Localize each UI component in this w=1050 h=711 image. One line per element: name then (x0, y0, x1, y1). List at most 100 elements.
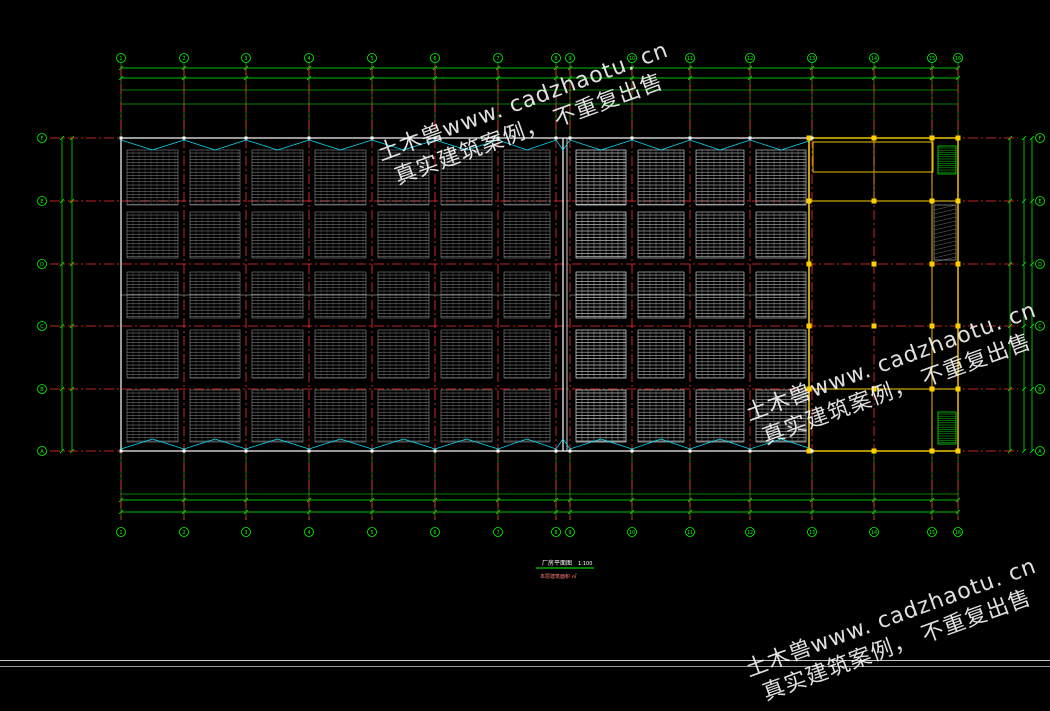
shaft-hatch (933, 244, 957, 251)
dimension-tick (59, 135, 65, 141)
shelf-rack (377, 329, 430, 379)
shelf-rack (575, 149, 627, 206)
axis-bubble-circle (551, 527, 561, 537)
column (496, 449, 500, 453)
shelf-rack (575, 389, 627, 443)
axis-bubble: 2 (179, 53, 189, 63)
office-annex (119, 135, 961, 454)
axis-bubble-label: 11 (687, 56, 693, 62)
axis-bubble-label: 9 (568, 530, 571, 536)
truss-line (120, 438, 813, 450)
shelf-rack (695, 389, 745, 443)
axis-bubble: B (37, 384, 47, 394)
axis-bubble: 5 (367, 53, 377, 63)
shaft-hatch (933, 248, 957, 255)
column (929, 261, 935, 267)
shelf-rack-frame (440, 149, 493, 206)
axis-bubble-circle (1035, 196, 1045, 206)
axis-bubble: 10 (627, 527, 637, 537)
column (182, 136, 186, 140)
column (119, 136, 123, 140)
axis-bubble-circle (745, 527, 755, 537)
axis-bubble-circle (493, 527, 503, 537)
shelf-rack (314, 389, 367, 443)
shelf-rack-frame (755, 329, 807, 379)
shelf-rack (755, 211, 807, 259)
axis-bubble: 6 (430, 527, 440, 537)
axis-bubble-label: E (1038, 199, 1041, 205)
shelf-rack (314, 329, 367, 379)
column (568, 136, 572, 140)
axis-bubble-circle (551, 53, 561, 63)
axis-bubble: 14 (869, 527, 879, 537)
shelf-rack-frame (440, 329, 493, 379)
shelf-rack-frame (637, 329, 685, 379)
dimension-tick (59, 386, 65, 392)
shelf-rack-frame (637, 389, 685, 443)
shelf-rack-frame (755, 389, 807, 443)
dimension-tick (1029, 198, 1035, 204)
shelf-rack (440, 149, 493, 206)
axis-bubble: D (1035, 259, 1045, 269)
shaft-hatch (933, 228, 957, 235)
shelf-rack (189, 329, 241, 379)
axis-bubble: A (1035, 446, 1045, 456)
shaft-hatch (933, 232, 957, 239)
column (307, 449, 311, 453)
column (244, 136, 248, 140)
dimension-tick (59, 198, 65, 204)
axis-bubble: 9 (565, 527, 575, 537)
axis-bubble-label: 10 (629, 56, 635, 62)
axis-bubble: 13 (807, 527, 817, 537)
shelf-rack (575, 149, 627, 206)
shelf-rack (695, 211, 745, 259)
shelf-rack-frame (189, 389, 241, 443)
axis-bubble-label: A (1038, 449, 1042, 455)
axis-bubble-circle (685, 53, 695, 63)
shelf-rack (377, 389, 430, 443)
shelf-rack (755, 389, 807, 443)
shelf-rack-frame (314, 329, 367, 379)
dimension-tick (1029, 323, 1035, 329)
axis-bubble: F (1035, 133, 1045, 143)
shelf-rack (637, 149, 685, 206)
column (307, 136, 311, 140)
shelf-rack (126, 329, 179, 379)
axis-bubble-circle (304, 53, 314, 63)
shelf-rack (503, 211, 551, 259)
shelf-rack-frame (637, 329, 685, 379)
shelf-rack (440, 389, 493, 443)
drawing-subtitle: 本层建筑面积 ㎡ (540, 573, 577, 580)
shelf-rack (575, 211, 627, 259)
axis-bubble: E (1035, 196, 1045, 206)
shelf-rack (189, 271, 241, 319)
shelf-rack (503, 389, 551, 443)
axis-bubble: 15 (927, 53, 937, 63)
column (496, 136, 500, 140)
axis-bubble-circle (565, 527, 575, 537)
column (929, 386, 935, 392)
column (433, 136, 437, 140)
dimension-tick (1021, 448, 1027, 454)
axis-bubble-circle (37, 384, 47, 394)
shelf-rack (126, 149, 179, 206)
shelf-rack-frame (126, 389, 179, 443)
axis-bubble-label: 6 (433, 530, 436, 536)
column (871, 323, 877, 329)
shelf-rack-frame (126, 329, 179, 379)
shelf-rack-frame (189, 329, 241, 379)
axis-bubble-label: 3 (244, 530, 247, 536)
shelf-rack-frame (575, 389, 627, 443)
axis-bubble: 16 (953, 53, 963, 63)
axis-bubble: E (37, 196, 47, 206)
shelf-rack-frame (377, 389, 430, 443)
axis-bubble-label: D (40, 262, 44, 268)
axis-bubble-circle (1035, 259, 1045, 269)
shelf-rack (637, 389, 685, 443)
axis-bubble-circle (565, 53, 575, 63)
shelf-rack-frame (575, 329, 627, 379)
axis-bubble-label: 4 (307, 530, 310, 536)
shelf-rack-frame (575, 389, 627, 443)
dimension-tick (59, 323, 65, 329)
axis-bubble-label: 15 (929, 56, 935, 62)
